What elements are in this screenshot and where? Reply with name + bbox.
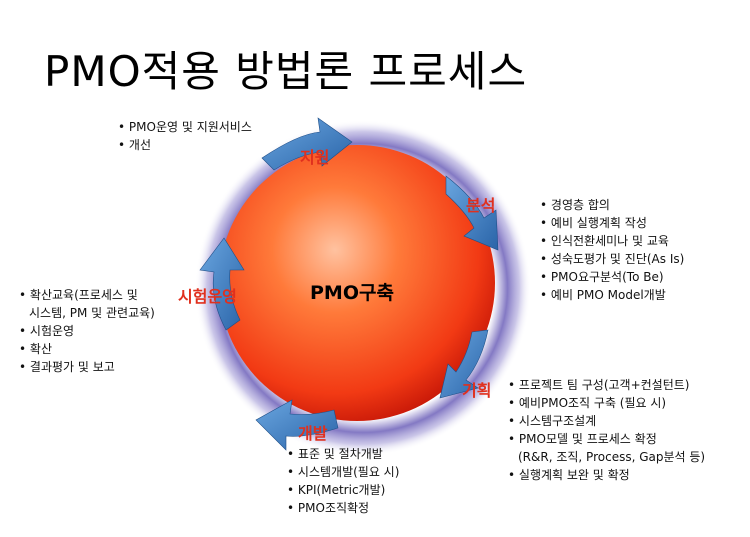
center-label: PMO구축 <box>310 282 394 304</box>
list-item: PMO운영 및 지원서비스 <box>118 118 252 136</box>
pilot-items: 확산교육(프로세스 및 시스템, PM 및 관련교육) 시험운영 확산 결과평가… <box>19 286 155 376</box>
list-item: 예비 PMO Model개발 <box>540 286 684 304</box>
list-item: KPI(Metric개발) <box>287 481 399 499</box>
list-item: 결과평가 및 보고 <box>19 358 155 376</box>
stage-label-analysis: 분석 <box>466 196 496 215</box>
stage-label-pilot: 시험운영 <box>178 287 237 306</box>
support-items: PMO운영 및 지원서비스 개선 <box>118 118 252 154</box>
list-item: 예비 실행계획 작성 <box>540 214 684 232</box>
stage-label-support: 지원 <box>300 148 330 167</box>
planning-items: 프로젝트 팀 구성(고객+컨설턴트) 예비PMO조직 구축 (필요 시) 시스템… <box>508 376 705 484</box>
arrow-support <box>261 117 353 171</box>
arrow-pilot <box>199 237 245 331</box>
list-item: PMO요구분석(To Be) <box>540 268 684 286</box>
arrow-development <box>255 399 339 451</box>
development-items: 표준 및 절차개발 시스템개발(필요 시) KPI(Metric개발) PMO조… <box>287 445 400 517</box>
list-item: 개선 <box>118 136 252 154</box>
list-item: PMO모델 및 프로세스 확정 <box>508 430 705 448</box>
list-item: 인식전환세미나 및 교육 <box>540 232 684 250</box>
analysis-items: 경영층 합의 예비 실행계획 작성 인식전환세미나 및 교육 성숙도평가 및 진… <box>540 196 684 304</box>
list-item: 표준 및 절차개발 <box>287 445 399 463</box>
list-item: 시스템구조설계 <box>508 412 705 430</box>
list-item: PMO조직확정 <box>287 499 399 517</box>
stage-label-development: 개발 <box>298 424 328 443</box>
page-title: PMO적용 방법론 프로세스 <box>44 47 528 96</box>
list-item: 프로젝트 팀 구성(고객+컨설턴트) <box>508 376 705 394</box>
list-item: 시스템, PM 및 관련교육) <box>29 306 155 320</box>
list-item: 경영층 합의 <box>540 196 684 214</box>
list-item: 예비PMO조직 구축 (필요 시) <box>508 394 705 412</box>
list-item: (R&R, 조직, Process, Gap분석 등) <box>518 450 706 464</box>
list-item: 확산교육(프로세스 및 <box>19 286 155 304</box>
list-item: 확산 <box>19 340 155 358</box>
list-item: 시험운영 <box>19 322 155 340</box>
list-item: 시스템개발(필요 시) <box>287 463 400 481</box>
center-circle <box>219 145 495 421</box>
list-item: 성숙도평가 및 진단(As Is) <box>540 250 684 268</box>
arrow-planning <box>439 329 489 399</box>
list-item: 실행계획 보완 및 확정 <box>508 466 705 484</box>
arrow-analysis <box>445 175 499 251</box>
stage-label-planning: 기획 <box>462 381 492 400</box>
